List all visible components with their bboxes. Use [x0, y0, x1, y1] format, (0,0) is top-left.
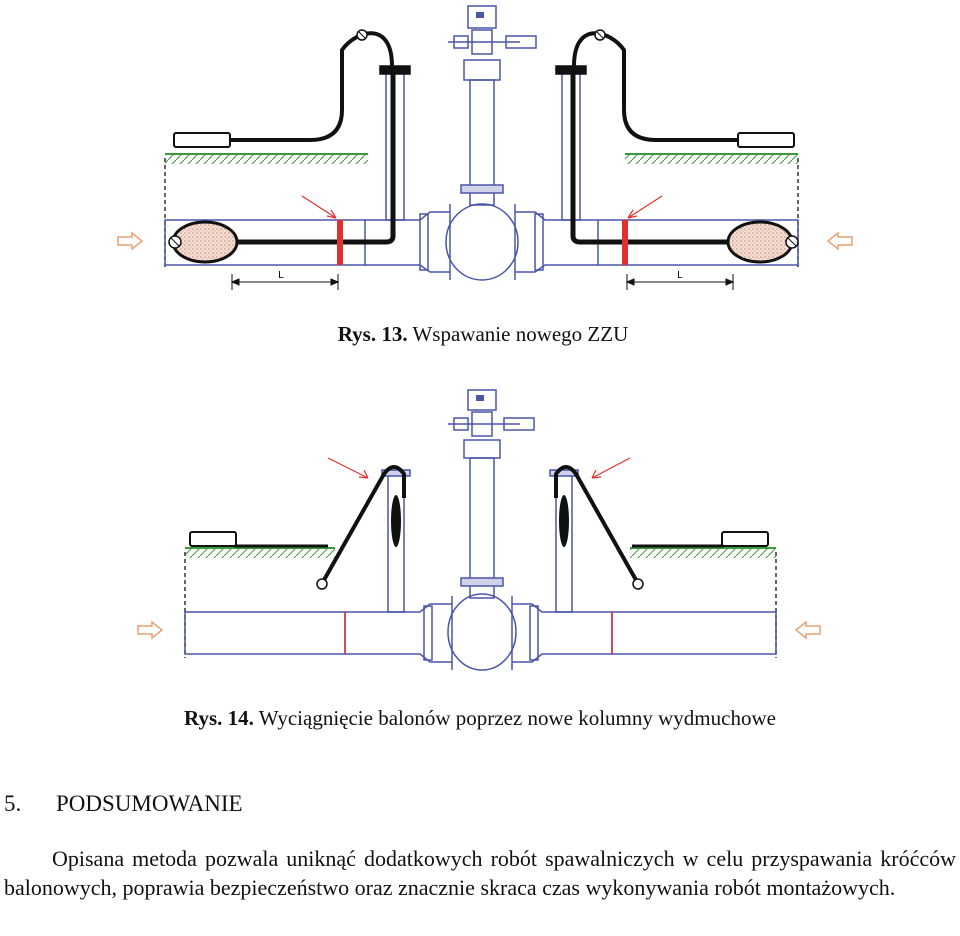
left-cut-marker	[337, 220, 343, 265]
right-deflated-balloon	[559, 495, 569, 547]
ground-left	[185, 547, 335, 558]
right-hose-above	[572, 31, 738, 142]
caption-rys-14: Rys. 14. Wyciągnięcie balonów poprzez no…	[0, 706, 960, 730]
right-pump-box	[737, 132, 795, 148]
figure-rys-13: L L	[0, 0, 960, 300]
zzu-riser	[448, 411, 535, 599]
left-hose	[322, 465, 406, 581]
left-deflated-balloon	[391, 495, 401, 547]
right-hose-in-pipe	[570, 74, 734, 245]
right-gauge-icon	[594, 29, 606, 41]
section-heading: 5. PODSUMOWANIE	[4, 790, 243, 818]
left-hose-surface	[224, 539, 328, 548]
valve-actuator-icon	[467, 5, 497, 29]
zzu-riser	[448, 29, 537, 206]
flow-arrow-right-icon	[826, 231, 853, 251]
main-pipe	[184, 593, 777, 671]
right-hose-surface	[632, 539, 734, 548]
flow-arrow-right-icon	[794, 620, 821, 640]
right-balloon	[726, 220, 794, 264]
dimension-right-label: L	[677, 270, 683, 281]
right-blowoff-column	[549, 469, 579, 613]
caption-text: Wspawanie nowego ZZU	[412, 322, 629, 346]
left-hose-above	[230, 31, 394, 142]
diagram-balloon-extraction	[137, 389, 821, 671]
caption-label: Rys. 14.	[184, 706, 254, 730]
left-pointer-arrow	[327, 457, 369, 479]
flow-arrow-left-icon	[137, 620, 164, 640]
right-pointer-arrow	[627, 195, 663, 219]
section-number: 5.	[4, 791, 22, 816]
paragraph-text: Opisana metoda pozwala uniknąć dodatkowy…	[4, 846, 956, 900]
left-hose-in-pipe	[236, 74, 396, 245]
flow-arrow-left-icon	[117, 231, 144, 251]
left-blowoff-column	[381, 469, 411, 613]
right-pump-box	[721, 531, 769, 547]
left-pump-box	[189, 531, 237, 547]
right-plug-icon	[632, 578, 644, 590]
diagram-ballon-weld: L L	[117, 5, 853, 290]
dimension-left-label: L	[278, 270, 284, 281]
ground-right	[625, 153, 798, 164]
section-title: PODSUMOWANIE	[56, 791, 243, 816]
left-balloon	[171, 220, 239, 264]
dimension-left	[230, 274, 340, 290]
valve-actuator-icon	[467, 389, 497, 411]
figure-rys-14	[0, 388, 960, 688]
left-pump-box	[173, 132, 231, 148]
ground-left	[165, 153, 368, 164]
right-pointer-arrow	[591, 457, 631, 479]
caption-label: Rys. 13.	[337, 322, 408, 346]
right-hose	[554, 465, 638, 581]
left-pointer-arrow	[301, 195, 337, 219]
left-gauge-icon	[356, 29, 368, 41]
dimension-right	[625, 274, 735, 290]
ground-right	[630, 547, 776, 558]
left-plug-icon	[168, 235, 182, 249]
left-plug-icon	[316, 578, 328, 590]
caption-rys-13: Rys. 13. Wspawanie nowego ZZU	[0, 322, 960, 346]
right-plug-icon	[785, 235, 799, 249]
section-paragraph: Opisana metoda pozwala uniknąć dodatkowy…	[4, 844, 956, 902]
caption-text: Wyciągnięcie balonów poprzez nowe kolumn…	[258, 706, 776, 730]
right-cut-marker	[622, 220, 628, 265]
